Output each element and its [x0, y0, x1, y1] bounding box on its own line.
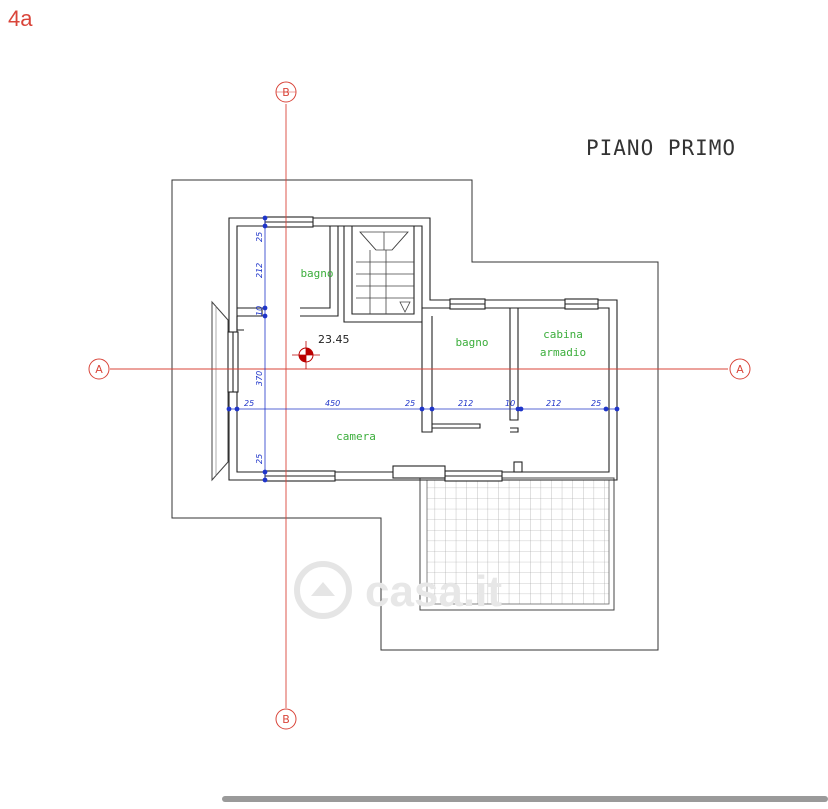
- roof-outline: [171, 179, 659, 651]
- room-label-cabina: cabina: [543, 328, 583, 341]
- walls: [227, 216, 618, 482]
- section-lines: [110, 104, 728, 708]
- dim-h-4: 212: [458, 399, 473, 408]
- page-label: 4a: [8, 6, 33, 31]
- room-label-armadio: armadio: [540, 346, 586, 359]
- dim-v-5: 25: [255, 454, 264, 464]
- svg-text:B: B: [282, 86, 290, 99]
- dim-v-2: 212: [255, 263, 264, 278]
- section-marker-b-bottom: B: [275, 708, 297, 730]
- horizontal-scrollbar[interactable]: [222, 796, 828, 802]
- svg-text:A: A: [736, 363, 744, 376]
- room-label-bagno-2: bagno: [455, 336, 488, 349]
- dim-h-3: 25: [405, 399, 415, 408]
- section-marker-a-right: A: [729, 358, 751, 380]
- dim-h-5: 10: [505, 399, 515, 408]
- watermark-logo: [294, 561, 352, 619]
- left-balcony: [211, 300, 229, 482]
- staircase: [356, 231, 414, 314]
- room-label-camera: camera: [336, 430, 376, 443]
- dim-h-7: 25: [591, 399, 601, 408]
- dim-v-3: 10: [255, 306, 264, 316]
- dim-v-4: 370: [255, 371, 264, 386]
- terrace: [419, 477, 615, 611]
- section-marker-b-top: B: [275, 81, 297, 103]
- plan-title: PIANO PRIMO: [586, 136, 736, 160]
- elevation-label: 23.45: [318, 333, 350, 346]
- dim-v-1: 25: [255, 232, 264, 242]
- watermark-text: casa.it: [365, 567, 502, 616]
- room-label-bagno-1: bagno: [300, 267, 333, 280]
- svg-text:B: B: [282, 713, 290, 726]
- elevation-marker: [292, 341, 320, 369]
- dim-h-6: 212: [546, 399, 561, 408]
- dim-h-1: 25: [244, 399, 254, 408]
- section-marker-a-left: A: [88, 358, 110, 380]
- dimension-lines: [226, 215, 620, 483]
- dim-h-2: 450: [325, 399, 340, 408]
- svg-text:A: A: [95, 363, 103, 376]
